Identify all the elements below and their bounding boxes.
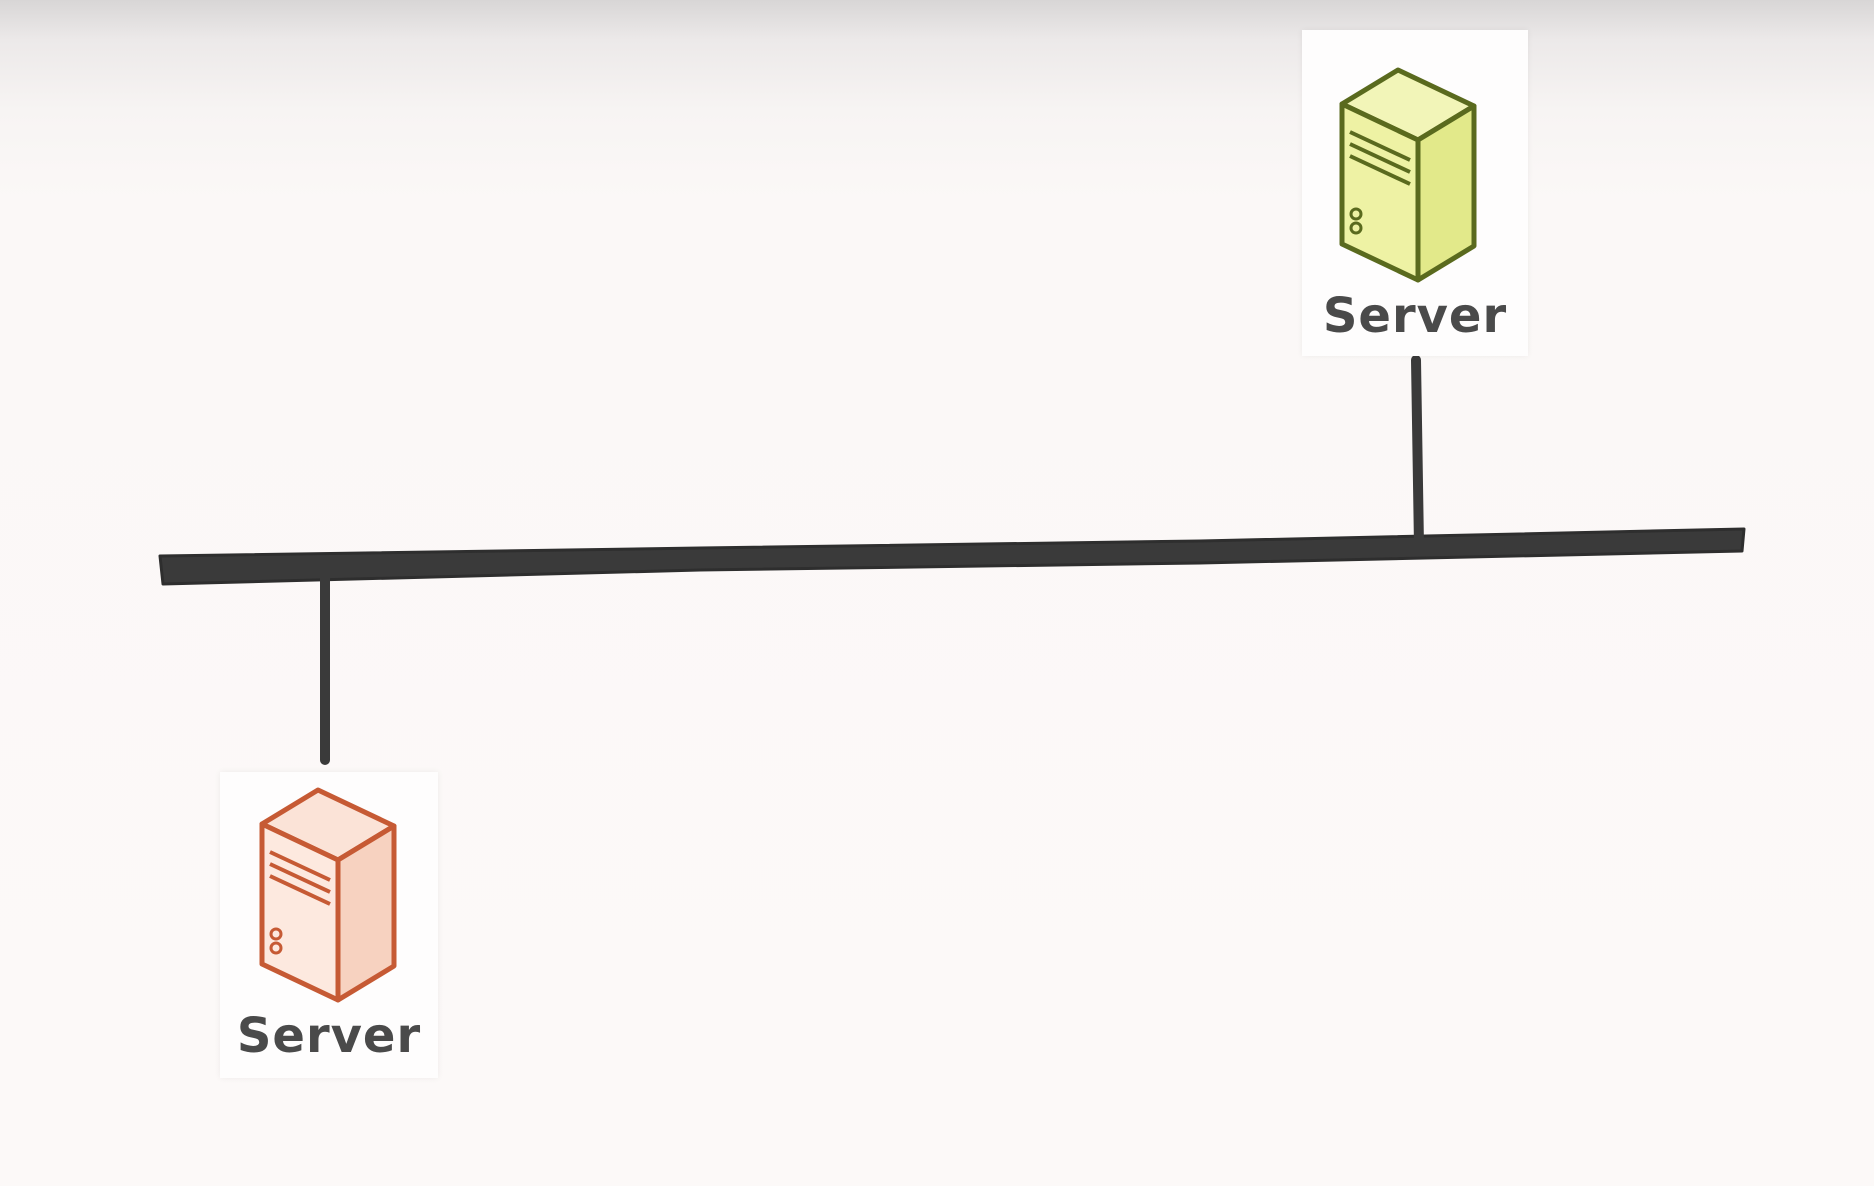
- server-node-top[interactable]: Server: [1302, 30, 1528, 356]
- connector-line-top-server: [1411, 355, 1424, 551]
- server-icon: [259, 787, 397, 1003]
- server-icon: [1339, 67, 1477, 283]
- network-bus-line: [158, 527, 1746, 586]
- server-label-bottom: Server: [236, 1008, 422, 1064]
- server-node-bottom[interactable]: Server: [220, 772, 438, 1078]
- server-label-top: Server: [1322, 288, 1508, 344]
